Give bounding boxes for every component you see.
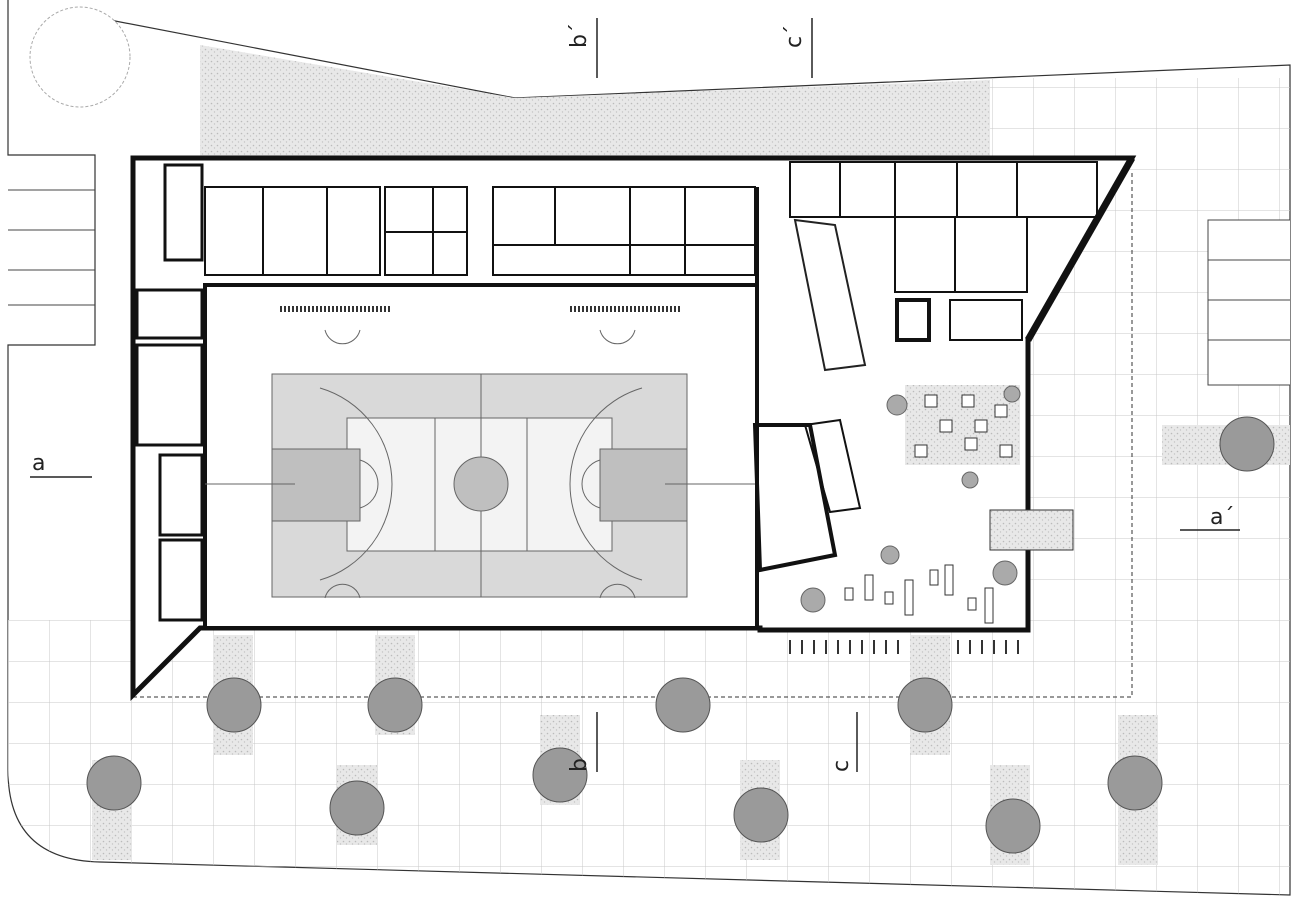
tree-icon (86, 755, 142, 811)
tree-icon (1219, 416, 1275, 472)
key-left (271, 448, 361, 522)
canopy-outline (133, 170, 1133, 698)
section-label-b-prime: b´ (567, 23, 592, 48)
tree-icon (1107, 755, 1163, 811)
section-marks (30, 18, 1240, 772)
tree-icon (985, 798, 1041, 854)
south-paving (8, 620, 1290, 895)
tree-icon (655, 677, 711, 733)
parking-east (1207, 219, 1290, 386)
tree-icon (367, 677, 423, 733)
tree-icon (897, 677, 953, 733)
tree-icon (29, 6, 131, 108)
west-rooms (135, 163, 204, 622)
changing-rooms (204, 186, 759, 628)
east-rooms (752, 161, 1098, 573)
north-strip (200, 45, 990, 158)
section-label-c-prime: c´ (782, 25, 807, 48)
section-label-a: a (32, 451, 45, 476)
section-label-b: b (567, 758, 592, 772)
cafe-stair (989, 509, 1074, 551)
tree-icon (206, 677, 262, 733)
bike-racks (789, 640, 1019, 654)
key-right (599, 448, 688, 522)
parking-west (8, 189, 95, 306)
section-label-c: c (829, 760, 854, 772)
cafe-area (800, 385, 1074, 624)
trees (29, 6, 1275, 854)
building (130, 155, 1137, 702)
tree-icon (733, 787, 789, 843)
center-circle (453, 456, 509, 512)
tree-icon (329, 780, 385, 836)
basketball-court (205, 329, 757, 599)
section-label-a-prime: a´ (1210, 505, 1234, 530)
tree-icon (532, 747, 588, 803)
